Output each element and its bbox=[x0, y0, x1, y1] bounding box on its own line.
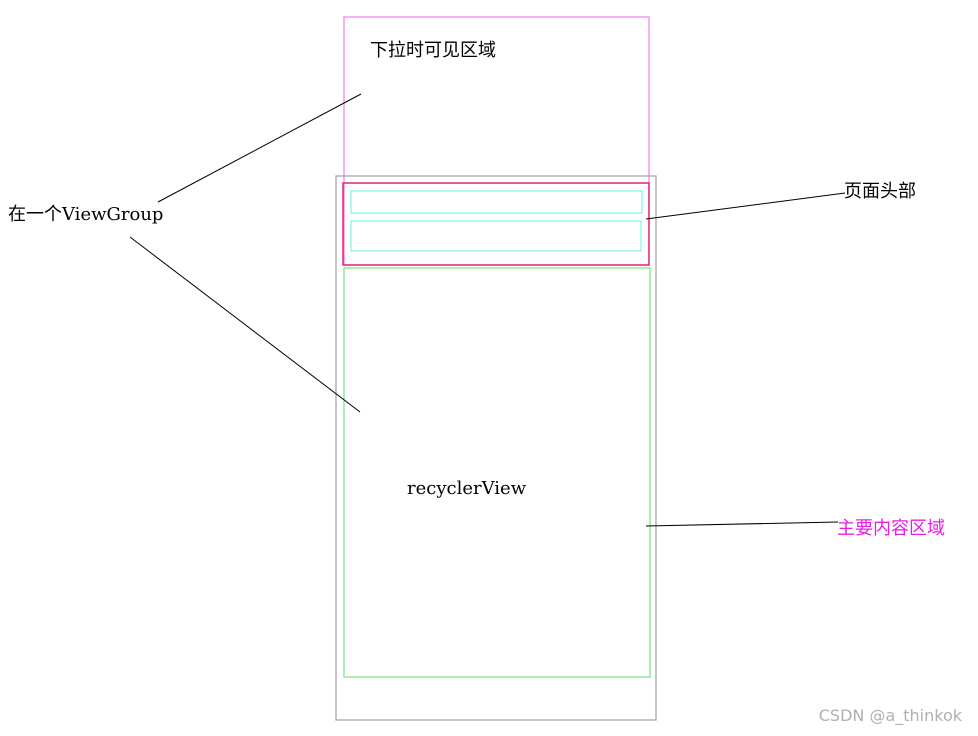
recycler-view-label: recyclerView bbox=[407, 478, 527, 499]
header-item-1 bbox=[350, 190, 643, 214]
page-header-box bbox=[342, 182, 650, 266]
main-content-label: 主要内容区域 bbox=[837, 518, 945, 539]
leader-line-page-header bbox=[645, 192, 846, 220]
leader-line-main-content bbox=[645, 521, 839, 527]
viewgroup-outer-box bbox=[335, 175, 657, 721]
leader-line-viewgroup-top bbox=[157, 93, 362, 203]
pulldown-area-label: 下拉时可见区域 bbox=[370, 40, 496, 61]
leader-line-viewgroup-bottom bbox=[129, 236, 361, 413]
page-header-label: 页面头部 bbox=[844, 181, 916, 202]
content-box bbox=[343, 267, 651, 678]
viewgroup-label: 在一个ViewGroup bbox=[8, 204, 164, 225]
watermark: CSDN @a_thinkok bbox=[818, 706, 962, 725]
header-item-2 bbox=[350, 220, 642, 252]
